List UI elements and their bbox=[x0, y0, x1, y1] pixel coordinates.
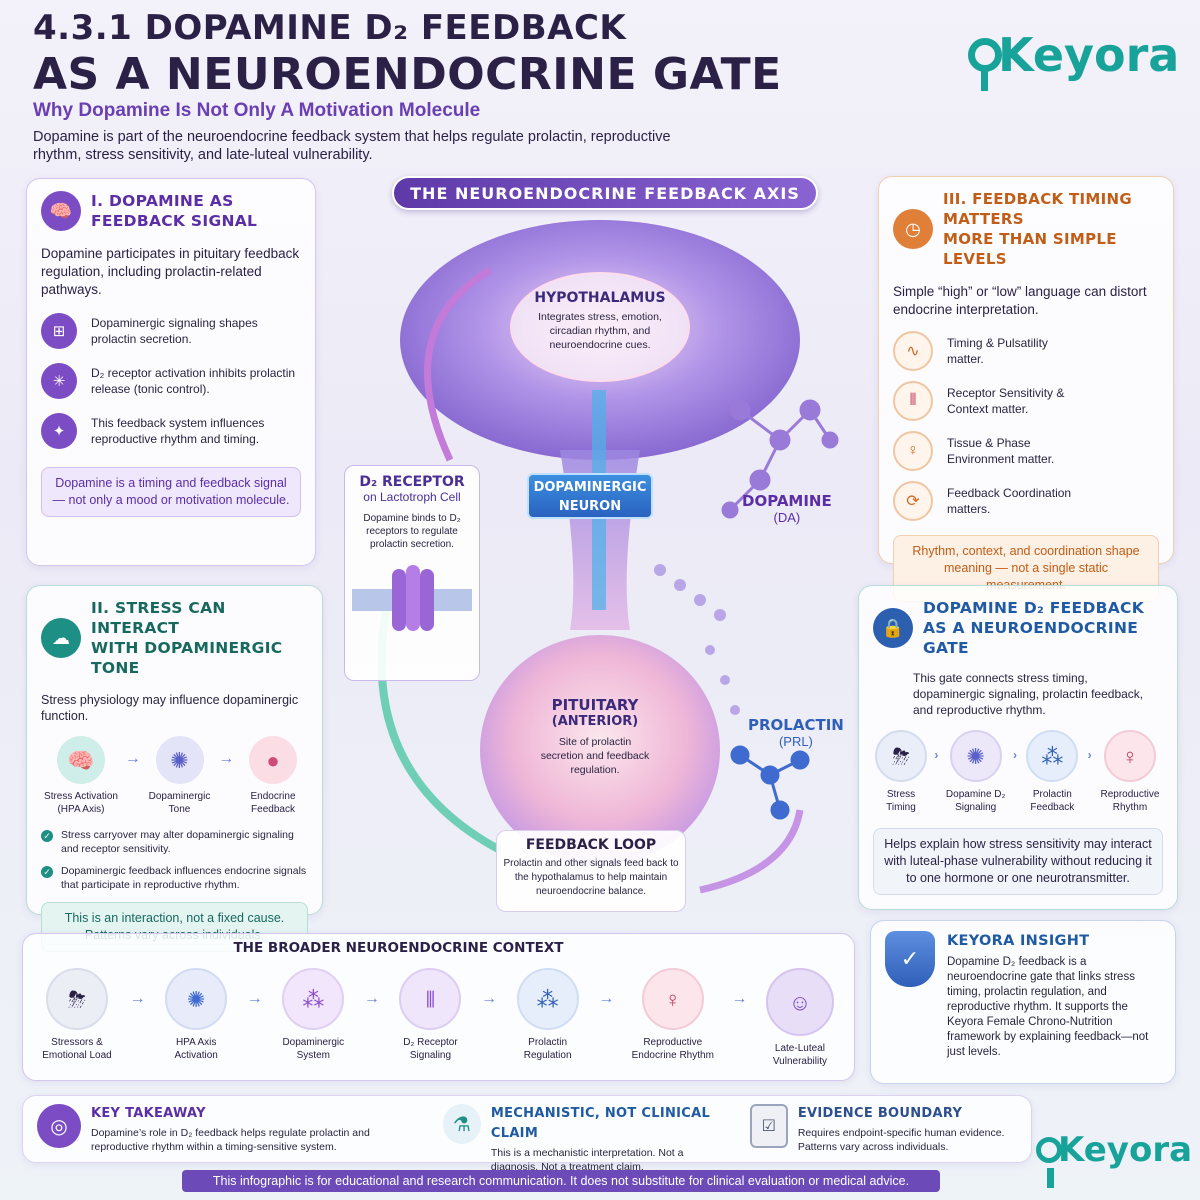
page-subtitle: Why Dopamine Is Not Only A Motivation Mo… bbox=[33, 100, 481, 121]
neuron-icon: ✺ bbox=[949, 730, 1002, 782]
dopaminergic-neuron-box: DOPAMINERGIC NEURON bbox=[527, 473, 653, 519]
uterus-icon: ♀ bbox=[893, 431, 933, 471]
list-item: ♀ Tissue & Phase Environment matter. bbox=[893, 431, 1159, 471]
molecule-icon: ⁂ bbox=[282, 968, 345, 1030]
clipboard-icon: ☑ bbox=[749, 1104, 788, 1148]
panel-dopamine-feedback-signal: 🧠 I. DOPAMINE AS FEEDBACK SIGNAL Dopamin… bbox=[26, 178, 316, 566]
panel-feedback-timing: ◷ III. FEEDBACK TIMING MATTERS MORE THAN… bbox=[878, 176, 1174, 602]
footer-summary: ◎ KEY TAKEAWAY Dopamine’s role in D₂ fee… bbox=[22, 1095, 1032, 1173]
synapse-icon: ⊞ bbox=[41, 313, 77, 349]
check-item: ✓ Dopaminergic feedback influences endoc… bbox=[41, 864, 308, 892]
prolactin-molecule bbox=[730, 745, 810, 820]
context-flow: ⛈Stressors & Emotional Load → ✺HPA Axis … bbox=[37, 968, 840, 1068]
flask-icon: ⚗ bbox=[442, 1104, 481, 1144]
panel-intro: Stress physiology may influence dopamine… bbox=[41, 693, 299, 723]
dopamine-label: DOPAMINE (DA) bbox=[742, 492, 832, 525]
arrow-icon: › bbox=[1012, 748, 1017, 762]
storm-cloud-icon: ⛈ bbox=[875, 730, 927, 782]
arrow-icon: → bbox=[598, 990, 615, 1007]
woman-profile-icon: ☺ bbox=[765, 968, 834, 1036]
lock-icon: 🔒 bbox=[873, 608, 913, 648]
pituitary-label: PITUITARY (ANTERIOR) Site of prolactin s… bbox=[540, 696, 650, 776]
arrow-icon: → bbox=[363, 990, 380, 1007]
panel-stress-interaction: ☁ II. STRESS CAN INTERACT WITH DOPAMINER… bbox=[26, 585, 323, 952]
check-icon: ✓ bbox=[41, 866, 53, 878]
check-item: ✓ Stress carryover may alter dopaminergi… bbox=[41, 828, 308, 856]
lead-text: Dopamine is part of the neuroendocrine f… bbox=[33, 129, 671, 163]
list-item: ⟳ Feedback Coordination matters. bbox=[893, 481, 1159, 521]
panel-header: 🧠 I. DOPAMINE AS FEEDBACK SIGNAL bbox=[41, 191, 301, 231]
key-icon bbox=[968, 38, 1002, 91]
list-item: ⊞ Dopaminergic signaling shapes prolacti… bbox=[41, 313, 301, 349]
uterus-icon: ♀ bbox=[1103, 730, 1156, 782]
prolactin-return-arrow bbox=[699, 809, 804, 894]
cycle-icon: ⟳ bbox=[893, 481, 933, 521]
key-takeaway: ◎ KEY TAKEAWAY Dopamine’s role in D₂ fee… bbox=[37, 1104, 423, 1154]
brain-icon: 🧠 bbox=[57, 736, 105, 784]
receptor-icon: ✳ bbox=[41, 363, 77, 399]
pulse-icon: ∿ bbox=[893, 331, 933, 371]
check-icon: ✓ bbox=[41, 830, 53, 842]
feedback-arrow-up bbox=[424, 266, 492, 462]
signal-dots bbox=[654, 564, 740, 715]
molecule-icon: ⁂ bbox=[1026, 730, 1079, 782]
receptor-membrane-icon bbox=[352, 565, 472, 631]
shield-check-icon: ✓ bbox=[885, 931, 935, 987]
stress-flow: 🧠 Stress Activation (HPA Axis) → ✺ Dopam… bbox=[41, 736, 308, 816]
list-item: ∿ Timing & Pulsatility matter. bbox=[893, 331, 1159, 371]
arrow-icon: → bbox=[129, 990, 146, 1007]
list-item: ✳ D₂ receptor activation inhibits prolac… bbox=[41, 363, 301, 399]
feedback-loop-box: FEEDBACK LOOP Prolactin and other signal… bbox=[496, 830, 686, 912]
arrow-icon: → bbox=[246, 990, 263, 1007]
list-item: ✦ This feedback system influences reprod… bbox=[41, 413, 301, 449]
flow-item: ● Endocrine Feedback bbox=[238, 736, 308, 816]
receptor-icon: ⦀ bbox=[399, 968, 462, 1030]
d2-receptor-box: D₂ RECEPTOR on Lactotroph Cell Dopamine … bbox=[344, 465, 480, 681]
panel-d2-gate: 🔒 DOPAMINE D₂ FEEDBACK AS A NEUROENDOCRI… bbox=[858, 585, 1178, 910]
panel-intro: Simple “high” or “low” language can dist… bbox=[893, 284, 1147, 317]
arrow-icon: → bbox=[124, 750, 141, 767]
brain-icon: 🧠 bbox=[41, 191, 81, 231]
mechanistic-claim: ⚗ MECHANISTIC, NOT CLINICAL CLAIM This i… bbox=[442, 1104, 730, 1174]
axis-banner: THE NEUROENDOCRINE FEEDBACK AXIS bbox=[392, 176, 818, 210]
panel-note: Dopamine is a timing and feedback signal… bbox=[41, 467, 301, 517]
arrow-icon: → bbox=[218, 750, 235, 767]
network-icon: ✦ bbox=[41, 413, 77, 449]
disclaimer-bar: This infographic is for educational and … bbox=[182, 1170, 940, 1192]
panel-intro: Dopamine participates in pituitary feedb… bbox=[41, 246, 300, 297]
arrow-icon: → bbox=[731, 990, 748, 1007]
prolactin-label: PROLACTIN (PRL) bbox=[748, 716, 844, 749]
dopamine-molecule bbox=[721, 399, 839, 519]
panel-keyora-insight: ✓ KEYORA INSIGHT Dopamine D₂ feedback is… bbox=[870, 920, 1176, 1084]
clock-icon: ◷ bbox=[893, 209, 933, 249]
panel-note: Helps explain how stress sensitivity may… bbox=[873, 828, 1163, 895]
key-icon bbox=[1036, 1137, 1062, 1188]
uterus-icon: ♀ bbox=[641, 968, 704, 1030]
flow-item: 🧠 Stress Activation (HPA Axis) bbox=[41, 736, 121, 816]
list-item: ⦀ Receptor Sensitivity & Context matter. bbox=[893, 381, 1159, 421]
cloud-icon: ☁ bbox=[41, 618, 81, 658]
hypothalamus-label: HYPOTHALAMUS Integrates stress, emotion,… bbox=[510, 272, 690, 382]
panel-broader-context: THE BROADER NEUROENDOCRINE CONTEXT ⛈Stre… bbox=[22, 933, 855, 1081]
page-title: 4.3.1 DOPAMINE D₂ FEEDBACK AS A NEUROEND… bbox=[33, 8, 782, 100]
arrow-icon: → bbox=[481, 990, 498, 1007]
pituitary-shape bbox=[480, 635, 720, 865]
keyora-logo: Keyora bbox=[968, 28, 1179, 91]
evidence-boundary: ☑ EVIDENCE BOUNDARY Requires endpoint-sp… bbox=[749, 1104, 1017, 1154]
arrow-icon: › bbox=[934, 748, 939, 762]
gate-flow: ⛈ Stress Timing › ✺ Dopamine D₂ Signalin… bbox=[873, 730, 1163, 814]
neuron-icon: ✺ bbox=[155, 736, 204, 784]
neuron-icon: ✺ bbox=[165, 968, 228, 1030]
molecule-icon: ⁂ bbox=[516, 968, 579, 1030]
pituitary-icon: ● bbox=[249, 736, 297, 784]
target-icon: ◎ bbox=[37, 1104, 81, 1148]
keyora-logo-footer: Keyora bbox=[1036, 1130, 1192, 1188]
receptor-icon: ⦀ bbox=[893, 381, 933, 421]
storm-cloud-icon: ⛈ bbox=[46, 968, 108, 1030]
flow-item: ✺ Dopaminergic Tone bbox=[145, 736, 215, 816]
arrow-icon: › bbox=[1087, 748, 1092, 762]
panel-intro: This gate connects stress timing, dopami… bbox=[913, 671, 1144, 717]
